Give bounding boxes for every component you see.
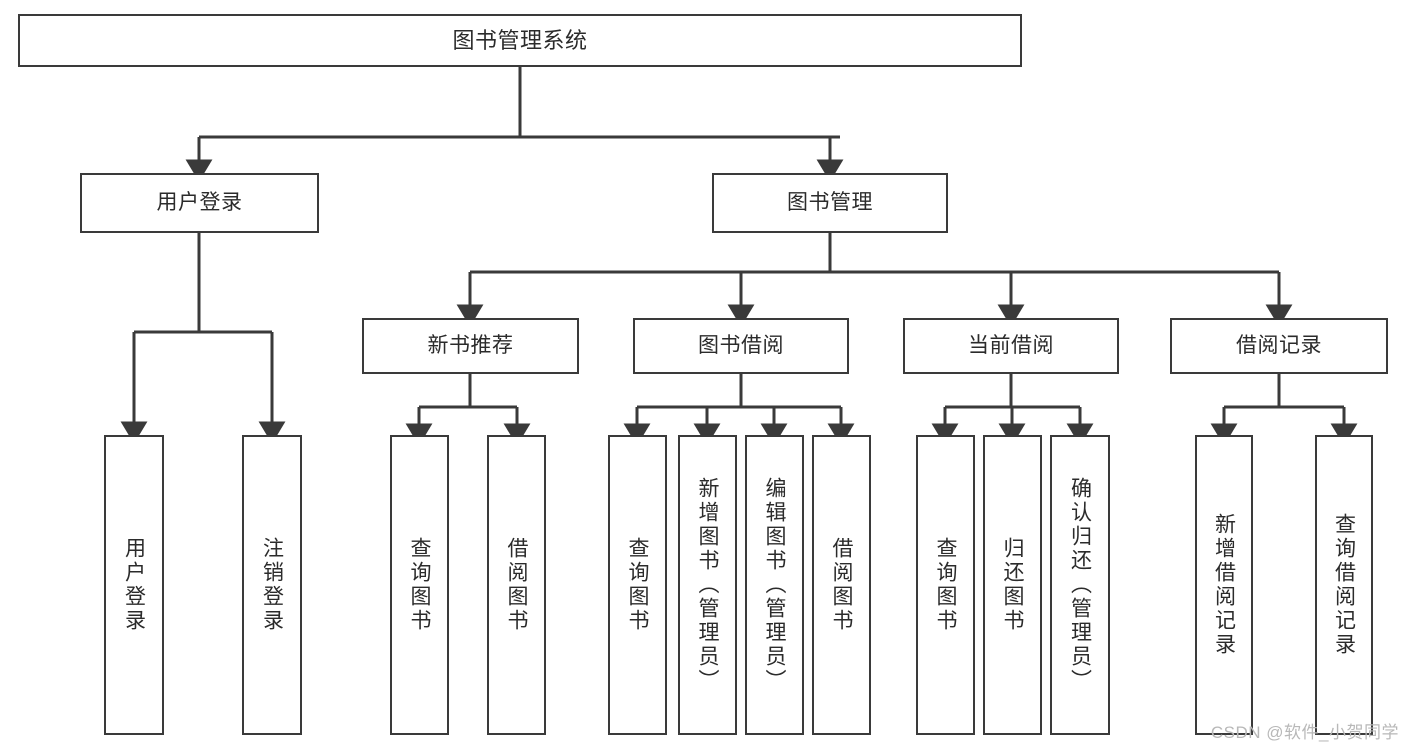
node-leaf-查询借阅记录[interactable]: 查询借阅记录 xyxy=(1315,435,1373,735)
node-level1-用户登录[interactable]: 用户登录 xyxy=(80,173,319,233)
node-label: 新增图书（管理员） xyxy=(696,477,719,693)
node-leaf-注销登录[interactable]: 注销登录 xyxy=(242,435,302,735)
node-label: 查询图书 xyxy=(934,537,957,633)
node-label: 图书借阅 xyxy=(698,333,784,357)
node-leaf-借阅图书[interactable]: 借阅图书 xyxy=(812,435,871,735)
node-level1-图书管理[interactable]: 图书管理 xyxy=(712,173,948,233)
node-leaf-查询图书[interactable]: 查询图书 xyxy=(916,435,975,735)
node-leaf-查询图书[interactable]: 查询图书 xyxy=(608,435,667,735)
node-label: 查询借阅记录 xyxy=(1332,513,1356,657)
node-level2-当前借阅[interactable]: 当前借阅 xyxy=(903,318,1119,374)
node-leaf-新增借阅记录[interactable]: 新增借阅记录 xyxy=(1195,435,1253,735)
node-leaf-归还图书[interactable]: 归还图书 xyxy=(983,435,1042,735)
watermark: CSDN @软件_小贺同学 xyxy=(1210,723,1399,742)
node-label: 图书管理 xyxy=(787,190,873,214)
node-leaf-编辑图书管理员[interactable]: 编辑图书（管理员） xyxy=(745,435,804,735)
node-leaf-借阅图书[interactable]: 借阅图书 xyxy=(487,435,546,735)
node-label: 编辑图书（管理员） xyxy=(763,477,786,693)
node-label: 确认归还（管理员） xyxy=(1068,477,1092,693)
node-label: 新增借阅记录 xyxy=(1212,513,1236,657)
node-leaf-查询图书[interactable]: 查询图书 xyxy=(390,435,449,735)
node-label: 归还图书 xyxy=(1001,537,1024,633)
node-leaf-新增图书管理员[interactable]: 新增图书（管理员） xyxy=(678,435,737,735)
node-label: 用户登录 xyxy=(156,190,243,214)
node-level2-图书借阅[interactable]: 图书借阅 xyxy=(633,318,849,374)
node-leaf-确认归还管理员[interactable]: 确认归还（管理员） xyxy=(1050,435,1110,735)
node-label: 查询图书 xyxy=(408,537,431,633)
node-label: 当前借阅 xyxy=(968,333,1054,357)
node-leaf-用户登录[interactable]: 用户登录 xyxy=(104,435,164,735)
node-root[interactable]: 图书管理系统 xyxy=(18,14,1022,67)
node-root-label: 图书管理系统 xyxy=(452,27,588,53)
node-label: 用户登录 xyxy=(122,537,146,633)
node-label: 注销登录 xyxy=(260,537,284,633)
node-level2-借阅记录[interactable]: 借阅记录 xyxy=(1170,318,1388,374)
node-label: 借阅图书 xyxy=(830,537,853,633)
node-label: 新书推荐 xyxy=(427,333,514,357)
node-label: 查询图书 xyxy=(626,537,649,633)
node-label: 借阅图书 xyxy=(505,537,528,633)
node-label: 借阅记录 xyxy=(1236,333,1322,357)
node-level2-新书推荐[interactable]: 新书推荐 xyxy=(362,318,579,374)
